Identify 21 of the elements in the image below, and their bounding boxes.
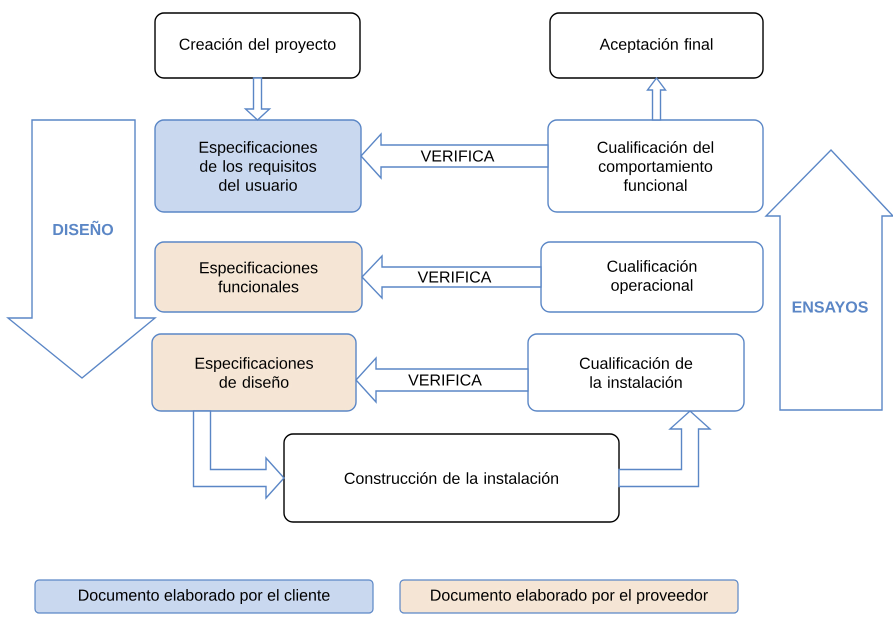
hollow-arrow	[360, 132, 549, 180]
legend-item: Documento elaborado por el cliente	[34, 579, 374, 614]
hollow-arrow	[192, 410, 285, 500]
hollow-arrow	[646, 76, 667, 121]
process-box: Cualificación del comportamiento funcional	[547, 119, 764, 213]
process-box: Especificaciones de los requisitos del usuario	[154, 119, 362, 213]
hollow-arrow	[355, 356, 529, 404]
hollow-arrow	[618, 410, 712, 488]
process-box: Creación del proyecto	[154, 12, 361, 79]
edge-label: VERIFICA	[408, 374, 482, 386]
hollow-arrow	[361, 254, 542, 300]
process-box: Especificaciones de diseño	[151, 333, 357, 412]
process-box: Cualificación operacional	[540, 241, 764, 313]
hollow-arrow	[244, 77, 272, 121]
edge-label: VERIFICA	[420, 150, 494, 162]
legend-item: Documento elaborado por el proveedor	[399, 579, 739, 614]
process-box: Especificaciones funcionales	[154, 241, 363, 313]
edge-label: VERIFICA	[418, 271, 492, 283]
process-box: Construcción de la instalación	[283, 433, 620, 523]
process-box: Aceptación final	[549, 12, 764, 79]
process-box: Cualificación de la instalación	[527, 333, 745, 412]
